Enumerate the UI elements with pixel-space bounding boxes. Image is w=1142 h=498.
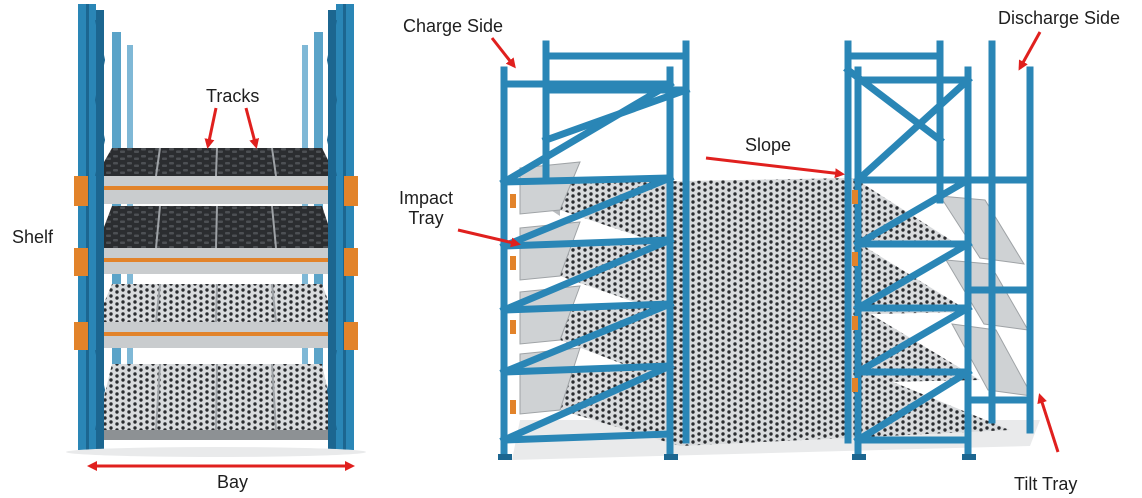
charge-side-arrow bbox=[490, 37, 516, 69]
beam-connectors bbox=[74, 176, 358, 350]
floor-shadow bbox=[66, 447, 366, 457]
track-dividers bbox=[155, 147, 277, 431]
charge-side-frame bbox=[499, 40, 691, 460]
iso-beam-clips bbox=[510, 190, 858, 414]
callout-arrows bbox=[87, 31, 1060, 471]
middle-frame bbox=[843, 40, 945, 444]
front-upright-right bbox=[328, 4, 354, 450]
label-tracks: Tracks bbox=[206, 86, 260, 106]
label-impact-tray-line2: Tray bbox=[408, 208, 444, 228]
label-charge-side: Charge Side bbox=[403, 16, 504, 36]
label-slope: Slope bbox=[745, 135, 792, 155]
front-view-rack bbox=[66, 4, 366, 457]
base-plates bbox=[498, 454, 976, 460]
iso-view-rack bbox=[498, 40, 1040, 460]
label-discharge-side: Discharge Side bbox=[998, 8, 1121, 28]
label-impact-tray: Impact Tray bbox=[394, 188, 458, 228]
slope-arrow bbox=[705, 156, 845, 179]
upright-bracing bbox=[94, 19, 338, 431]
label-tilt-tray: Tilt Tray bbox=[1014, 474, 1078, 494]
discharge-side-arrow bbox=[1018, 31, 1042, 71]
tracks-arrow-right bbox=[244, 107, 260, 149]
iso-shelf-4 bbox=[520, 366, 1010, 446]
tilt-tray-arrow bbox=[1037, 393, 1060, 453]
label-shelf: Shelf bbox=[12, 227, 54, 247]
label-bay: Bay bbox=[217, 472, 249, 492]
front-upright-left bbox=[78, 4, 104, 450]
label-impact-tray-line1: Impact bbox=[398, 188, 454, 208]
impact-tray-arrow bbox=[457, 228, 521, 248]
tracks-arrow-left bbox=[204, 107, 218, 149]
